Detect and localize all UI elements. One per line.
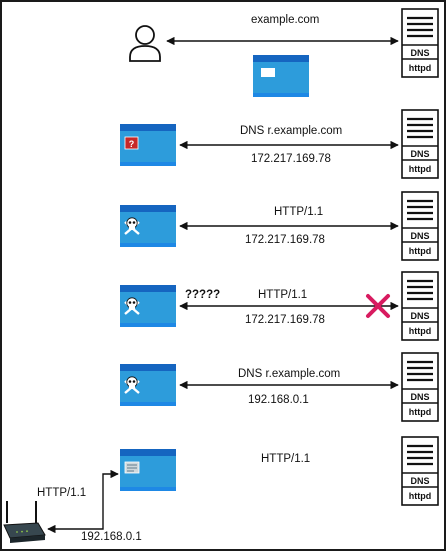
- row-5-top-label: DNS r.example.com: [238, 368, 341, 380]
- router-link-top-label: HTTP/1.1: [37, 487, 87, 499]
- router-icon: [3, 501, 46, 543]
- row-6-top-label: HTTP/1.1: [261, 453, 311, 465]
- row-1-top-label: example.com: [251, 14, 320, 26]
- server-icon: DNS httpd: [400, 270, 440, 342]
- svg-text:DNS: DNS: [410, 311, 429, 321]
- router-link-bottom-label: 192.168.0.1: [81, 531, 142, 543]
- browser-window-icon: [120, 205, 176, 247]
- svg-text:httpd: httpd: [409, 491, 432, 501]
- svg-text:DNS: DNS: [410, 48, 429, 58]
- router-link-arrow: [47, 469, 119, 534]
- row-3-top-label: HTTP/1.1: [274, 206, 324, 218]
- row-5-bottom-label: 192.168.0.1: [248, 394, 309, 406]
- user-icon: [129, 25, 161, 62]
- row-2-bottom-label: 172.217.169.78: [251, 153, 331, 165]
- svg-text:DNS: DNS: [410, 476, 429, 486]
- server-icon: DNS httpd: [400, 190, 440, 262]
- svg-text:httpd: httpd: [409, 326, 432, 336]
- svg-text:DNS: DNS: [410, 231, 429, 241]
- svg-text:httpd: httpd: [409, 246, 432, 256]
- row-2-top-label: DNS r.example.com: [240, 125, 343, 137]
- svg-text:DNS: DNS: [410, 149, 429, 159]
- server-icon: DNS httpd: [400, 435, 440, 507]
- server-icon: DNS httpd: [400, 7, 440, 79]
- row-3-bottom-label: 172.217.169.78: [245, 234, 325, 246]
- svg-text:DNS: DNS: [410, 392, 429, 402]
- svg-text:httpd: httpd: [409, 63, 432, 73]
- browser-window-icon: [120, 285, 176, 327]
- server-icon: DNS httpd: [400, 108, 440, 180]
- browser-window-icon: ?: [120, 124, 176, 166]
- blocked-x-icon: [366, 294, 390, 318]
- browser-window-icon: [120, 449, 176, 491]
- row-4-bottom-label: 172.217.169.78: [245, 314, 325, 326]
- svg-text:?: ?: [129, 139, 135, 149]
- svg-text:httpd: httpd: [409, 407, 432, 417]
- browser-window-icon: [253, 55, 309, 97]
- browser-window-icon: [120, 364, 176, 406]
- server-icon: DNS httpd: [400, 351, 440, 423]
- row-4-query-label: ?????: [185, 289, 221, 301]
- svg-text:httpd: httpd: [409, 164, 432, 174]
- row-4-top-label: HTTP/1.1: [258, 289, 308, 301]
